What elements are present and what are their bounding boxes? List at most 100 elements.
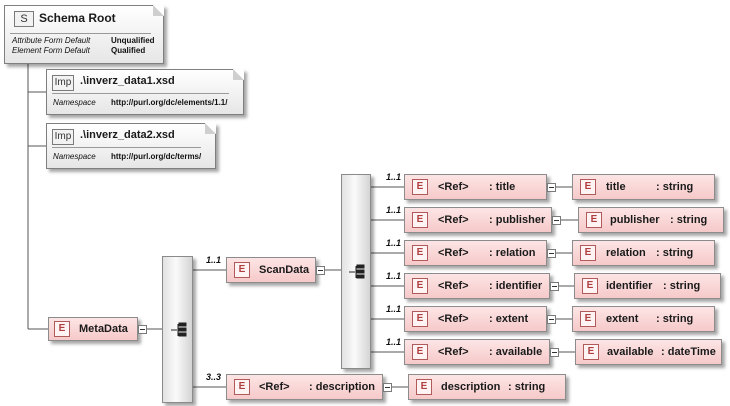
sequence-icon	[171, 322, 187, 337]
type-name: relation	[606, 247, 646, 259]
element-icon: E	[412, 212, 428, 228]
sequence-compositor-outer[interactable]	[162, 256, 193, 403]
type-name: identifier	[606, 280, 653, 292]
type-value: : string	[663, 280, 701, 292]
type-value: : string	[670, 214, 708, 226]
type-identifier-element[interactable]: E identifier : string	[574, 273, 721, 299]
element-icon: E	[412, 245, 428, 261]
namespace-label: Namespace	[53, 98, 96, 107]
element-icon: E	[412, 344, 428, 360]
type-extent-element[interactable]: E extent : string	[572, 306, 715, 332]
element-icon: E	[412, 179, 428, 195]
import-file-name: .\inverz_data2.xsd	[80, 129, 175, 141]
element-icon: E	[580, 179, 596, 195]
attribute-form-default-label: Attribute Form Default	[12, 36, 91, 45]
scandata-element[interactable]: E ScanData	[226, 257, 316, 283]
ref-label: <Ref>	[259, 381, 290, 393]
folded-corner-icon	[205, 123, 216, 134]
type-available-element[interactable]: E available : dateTime	[575, 339, 722, 365]
ref-identifier-element[interactable]: E <Ref> : identifier	[404, 273, 550, 299]
element-icon: E	[580, 311, 596, 327]
ref-name: : available	[489, 346, 543, 358]
schema-root-node[interactable]: S Schema Root Attribute Form Default Unq…	[4, 5, 164, 64]
title-multiplicity: 1..1	[386, 172, 402, 182]
type-name: publisher	[610, 214, 660, 226]
type-publisher-element[interactable]: E publisher : string	[578, 207, 724, 233]
collapse-toggle[interactable]	[547, 183, 556, 192]
collapse-toggle[interactable]	[547, 249, 556, 258]
collapse-toggle[interactable]	[550, 282, 559, 291]
type-description-element[interactable]: E description : string	[408, 374, 566, 400]
ref-label: <Ref>	[438, 247, 469, 259]
type-name: description	[441, 381, 501, 393]
import-icon: Imp	[52, 75, 74, 91]
ref-label: <Ref>	[438, 181, 469, 193]
type-relation-element[interactable]: E relation : string	[572, 240, 715, 266]
folded-corner-icon	[233, 69, 244, 80]
type-value: : string	[656, 313, 694, 325]
collapse-toggle[interactable]	[550, 348, 559, 357]
type-name: extent	[606, 313, 639, 325]
publisher-multiplicity: 1..1	[386, 205, 402, 215]
type-value: : string	[656, 181, 694, 193]
ref-name: : publisher	[489, 214, 546, 226]
ref-title-element[interactable]: E <Ref> : title	[404, 174, 547, 200]
ref-name: : identifier	[489, 280, 543, 292]
ref-name: : extent	[489, 313, 529, 325]
description-multiplicity: 3..3	[206, 372, 222, 382]
available-multiplicity: 1..1	[386, 337, 402, 347]
element-icon: E	[582, 278, 598, 294]
ref-available-element[interactable]: E <Ref> : available	[404, 339, 550, 365]
relation-multiplicity: 1..1	[386, 238, 402, 248]
element-icon: E	[583, 344, 599, 360]
ref-label: <Ref>	[438, 280, 469, 292]
type-name: title	[606, 181, 626, 193]
type-name: available	[607, 346, 654, 358]
divider	[10, 33, 151, 34]
element-form-default-value: Qualified	[111, 46, 146, 55]
ref-label: <Ref>	[438, 346, 469, 358]
element-icon: E	[580, 245, 596, 261]
type-value: : dateTime	[661, 346, 716, 358]
ref-relation-element[interactable]: E <Ref> : relation	[404, 240, 547, 266]
divider	[52, 93, 229, 94]
element-icon: E	[54, 321, 70, 337]
namespace-value: http://purl.org/dc/elements/1.1/	[111, 98, 228, 107]
sequence-icon	[349, 264, 365, 279]
sequence-compositor-inner[interactable]	[341, 174, 371, 369]
collapse-toggle[interactable]	[383, 383, 392, 392]
element-icon: E	[412, 278, 428, 294]
scandata-label: ScanData	[259, 264, 310, 276]
ref-label: <Ref>	[438, 214, 469, 226]
ref-name: : description	[309, 381, 376, 393]
import-node-2[interactable]: Imp .\inverz_data2.xsd Namespace http://…	[46, 123, 216, 169]
ref-name: : title	[489, 181, 516, 193]
collapse-toggle[interactable]	[552, 216, 561, 225]
metadata-element[interactable]: E MetaData	[48, 317, 138, 341]
ref-publisher-element[interactable]: E <Ref> : publisher	[404, 207, 552, 233]
schema-icon: S	[14, 11, 34, 27]
attribute-form-default-value: Unqualified	[111, 36, 155, 45]
extent-multiplicity: 1..1	[386, 304, 402, 314]
type-value: : string	[656, 247, 694, 259]
element-icon: E	[412, 311, 428, 327]
collapse-toggle[interactable]	[547, 315, 556, 324]
namespace-label: Namespace	[53, 152, 96, 161]
element-icon: E	[416, 379, 432, 395]
metadata-label: MetaData	[79, 323, 128, 335]
ref-label: <Ref>	[438, 313, 469, 325]
namespace-value: http://purl.org/dc/terms/	[111, 152, 202, 161]
type-title-element[interactable]: E title : string	[572, 174, 715, 200]
import-node-1[interactable]: Imp .\inverz_data1.xsd Namespace http://…	[46, 69, 244, 115]
element-icon: E	[234, 262, 250, 278]
folded-corner-icon	[153, 5, 164, 16]
element-icon: E	[586, 212, 602, 228]
ref-description-element[interactable]: E <Ref> : description	[226, 374, 383, 400]
scandata-multiplicity: 1..1	[206, 255, 222, 265]
ref-extent-element[interactable]: E <Ref> : extent	[404, 306, 547, 332]
collapse-toggle[interactable]	[316, 266, 325, 275]
import-file-name: .\inverz_data1.xsd	[80, 75, 175, 87]
collapse-toggle[interactable]	[138, 325, 147, 334]
identifier-multiplicity: 1..1	[386, 271, 402, 281]
